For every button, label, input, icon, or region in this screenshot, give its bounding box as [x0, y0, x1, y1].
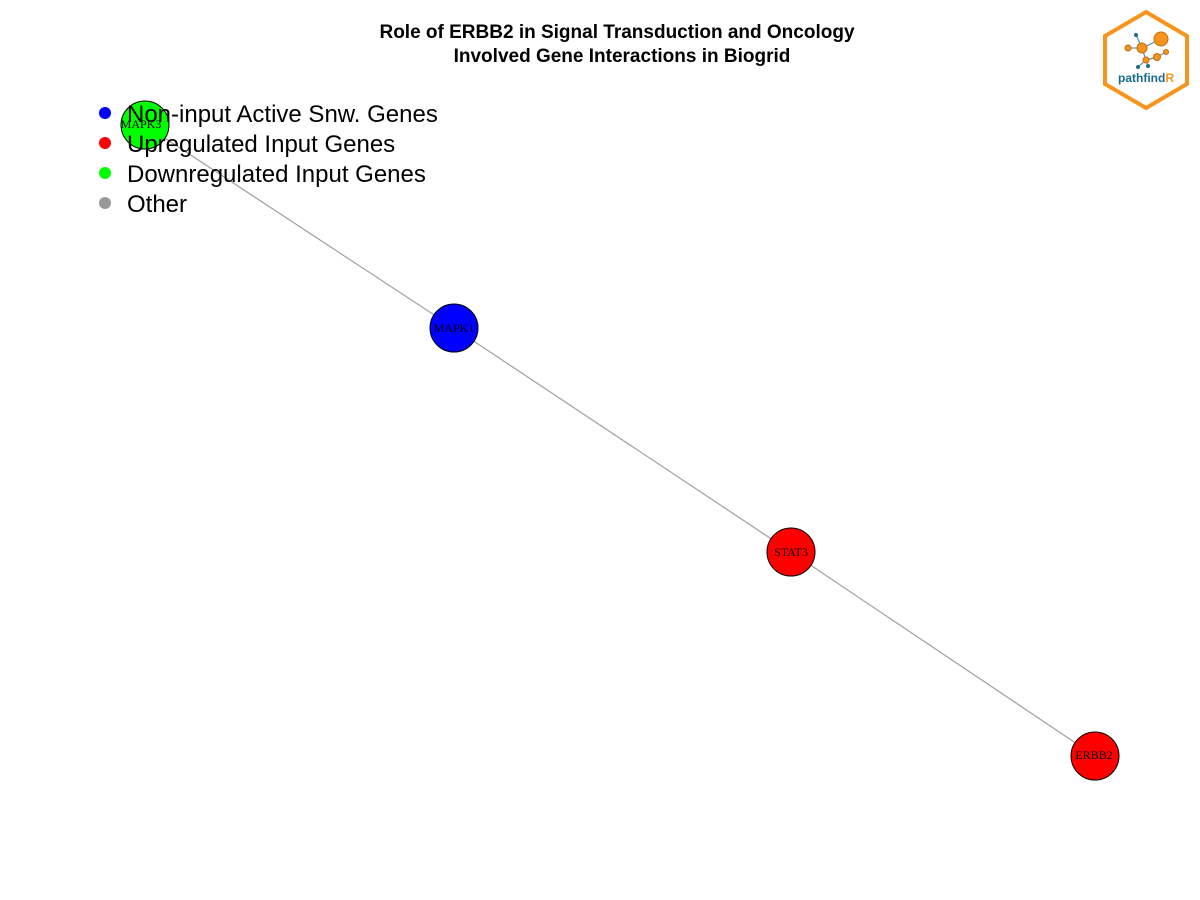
- edge-stat3-erbb2: [790, 551, 1096, 757]
- node-mapk3-circle: [120, 100, 170, 150]
- node-erbb2-circle: [1070, 731, 1120, 781]
- legend-marker-non-input-active: [99, 107, 111, 119]
- node-stat3[interactable]: STAT3: [766, 527, 816, 577]
- legend-label-other: Other: [127, 191, 187, 218]
- node-erbb2-label: ERBB2: [1075, 748, 1112, 762]
- node-mapk3-label: MAPK3: [121, 117, 162, 131]
- network-icon-nodes: [1124, 31, 1169, 69]
- node-mapk1-circle: [429, 303, 479, 353]
- edge-mapk3-mapk1: [144, 124, 455, 329]
- legend-marker-downregulated: [99, 167, 111, 179]
- legend-marker-other: [99, 197, 111, 209]
- pathfindr-logo: pathfindR: [1103, 9, 1189, 111]
- node-mapk1[interactable]: MAPK1: [429, 303, 479, 353]
- logo-wordmark: pathfindR: [1118, 71, 1174, 85]
- node-erbb2[interactable]: ERBB2: [1070, 731, 1120, 781]
- node-stat3-circle: [766, 527, 816, 577]
- node-mapk3[interactable]: MAPK3: [120, 100, 170, 150]
- legend-label-non-input-active: Non-input Active Snw. Genes: [127, 101, 438, 128]
- edge-mapk1-stat3: [453, 327, 792, 553]
- legend: Non-input Active Snw. Genes Upregulated …: [99, 101, 438, 218]
- edge-layer: [144, 124, 1096, 757]
- legend-label-downregulated: Downregulated Input Genes: [127, 161, 426, 188]
- node-mapk1-label: MAPK1: [434, 321, 475, 335]
- title-line-1: Role of ERBB2 in Signal Transduction and…: [379, 22, 854, 43]
- node-stat3-label: STAT3: [774, 545, 808, 559]
- legend-marker-upregulated: [99, 137, 111, 149]
- title-line-2: Involved Gene Interactions in Biogrid: [454, 46, 791, 67]
- legend-label-upregulated: Upregulated Input Genes: [127, 131, 395, 158]
- node-layer: MAPK3 MAPK1 STAT3 ERBB2: [120, 100, 1120, 781]
